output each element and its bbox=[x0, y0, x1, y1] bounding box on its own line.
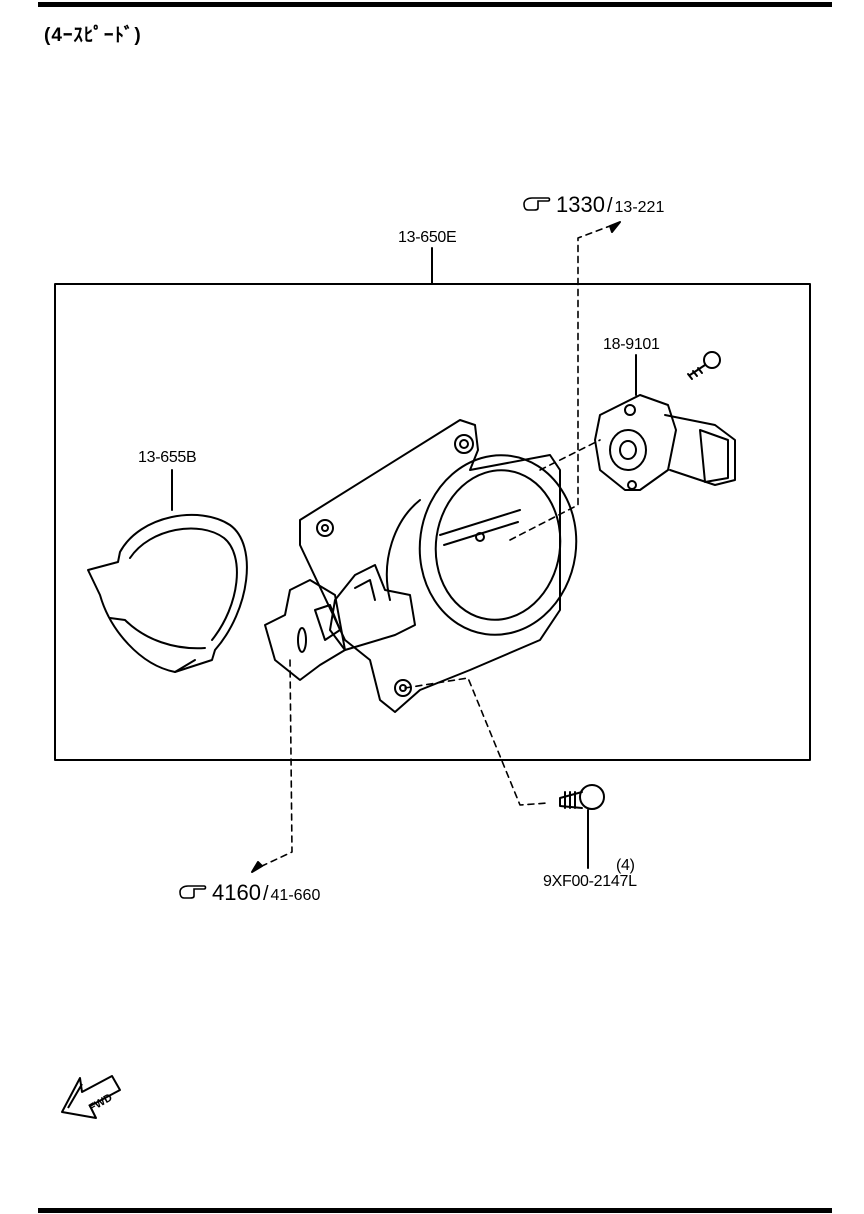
bottom-rule bbox=[38, 1208, 832, 1213]
bottom-reference-page: 4160 bbox=[212, 880, 261, 905]
bolt-quantity: (4) bbox=[616, 857, 635, 874]
bottom-reference-code: 41-660 bbox=[270, 887, 321, 904]
gasket-part bbox=[87, 469, 248, 673]
sensor-part bbox=[594, 351, 736, 491]
pointing-hand-icon bbox=[523, 197, 551, 211]
pointing-hand-icon bbox=[179, 885, 207, 899]
gasket-part-number: 13-655B bbox=[138, 449, 197, 466]
assembly-frame bbox=[54, 283, 811, 761]
fwd-label: FWD bbox=[87, 1092, 115, 1115]
top-reference-code: 13-221 bbox=[614, 199, 665, 216]
bottom-reference[interactable]: 4160 / 41-660 bbox=[178, 880, 320, 906]
sensor-part-number: 18-9101 bbox=[603, 336, 660, 353]
assembly-part-number: 13-650E bbox=[398, 229, 457, 246]
forward-arrow-icon bbox=[61, 1075, 121, 1119]
top-reference-page: 1330 bbox=[556, 192, 605, 217]
bolt-part-number: 9XF00-2147L bbox=[543, 873, 637, 890]
top-reference[interactable]: 1330 / 13-221 bbox=[522, 192, 664, 218]
top-rule bbox=[38, 2, 832, 7]
throttle-body-part bbox=[264, 419, 578, 713]
spec-label: (4ｰｽﾋﾟｰﾄﾞ) bbox=[44, 25, 142, 46]
bolt-part bbox=[559, 784, 605, 869]
